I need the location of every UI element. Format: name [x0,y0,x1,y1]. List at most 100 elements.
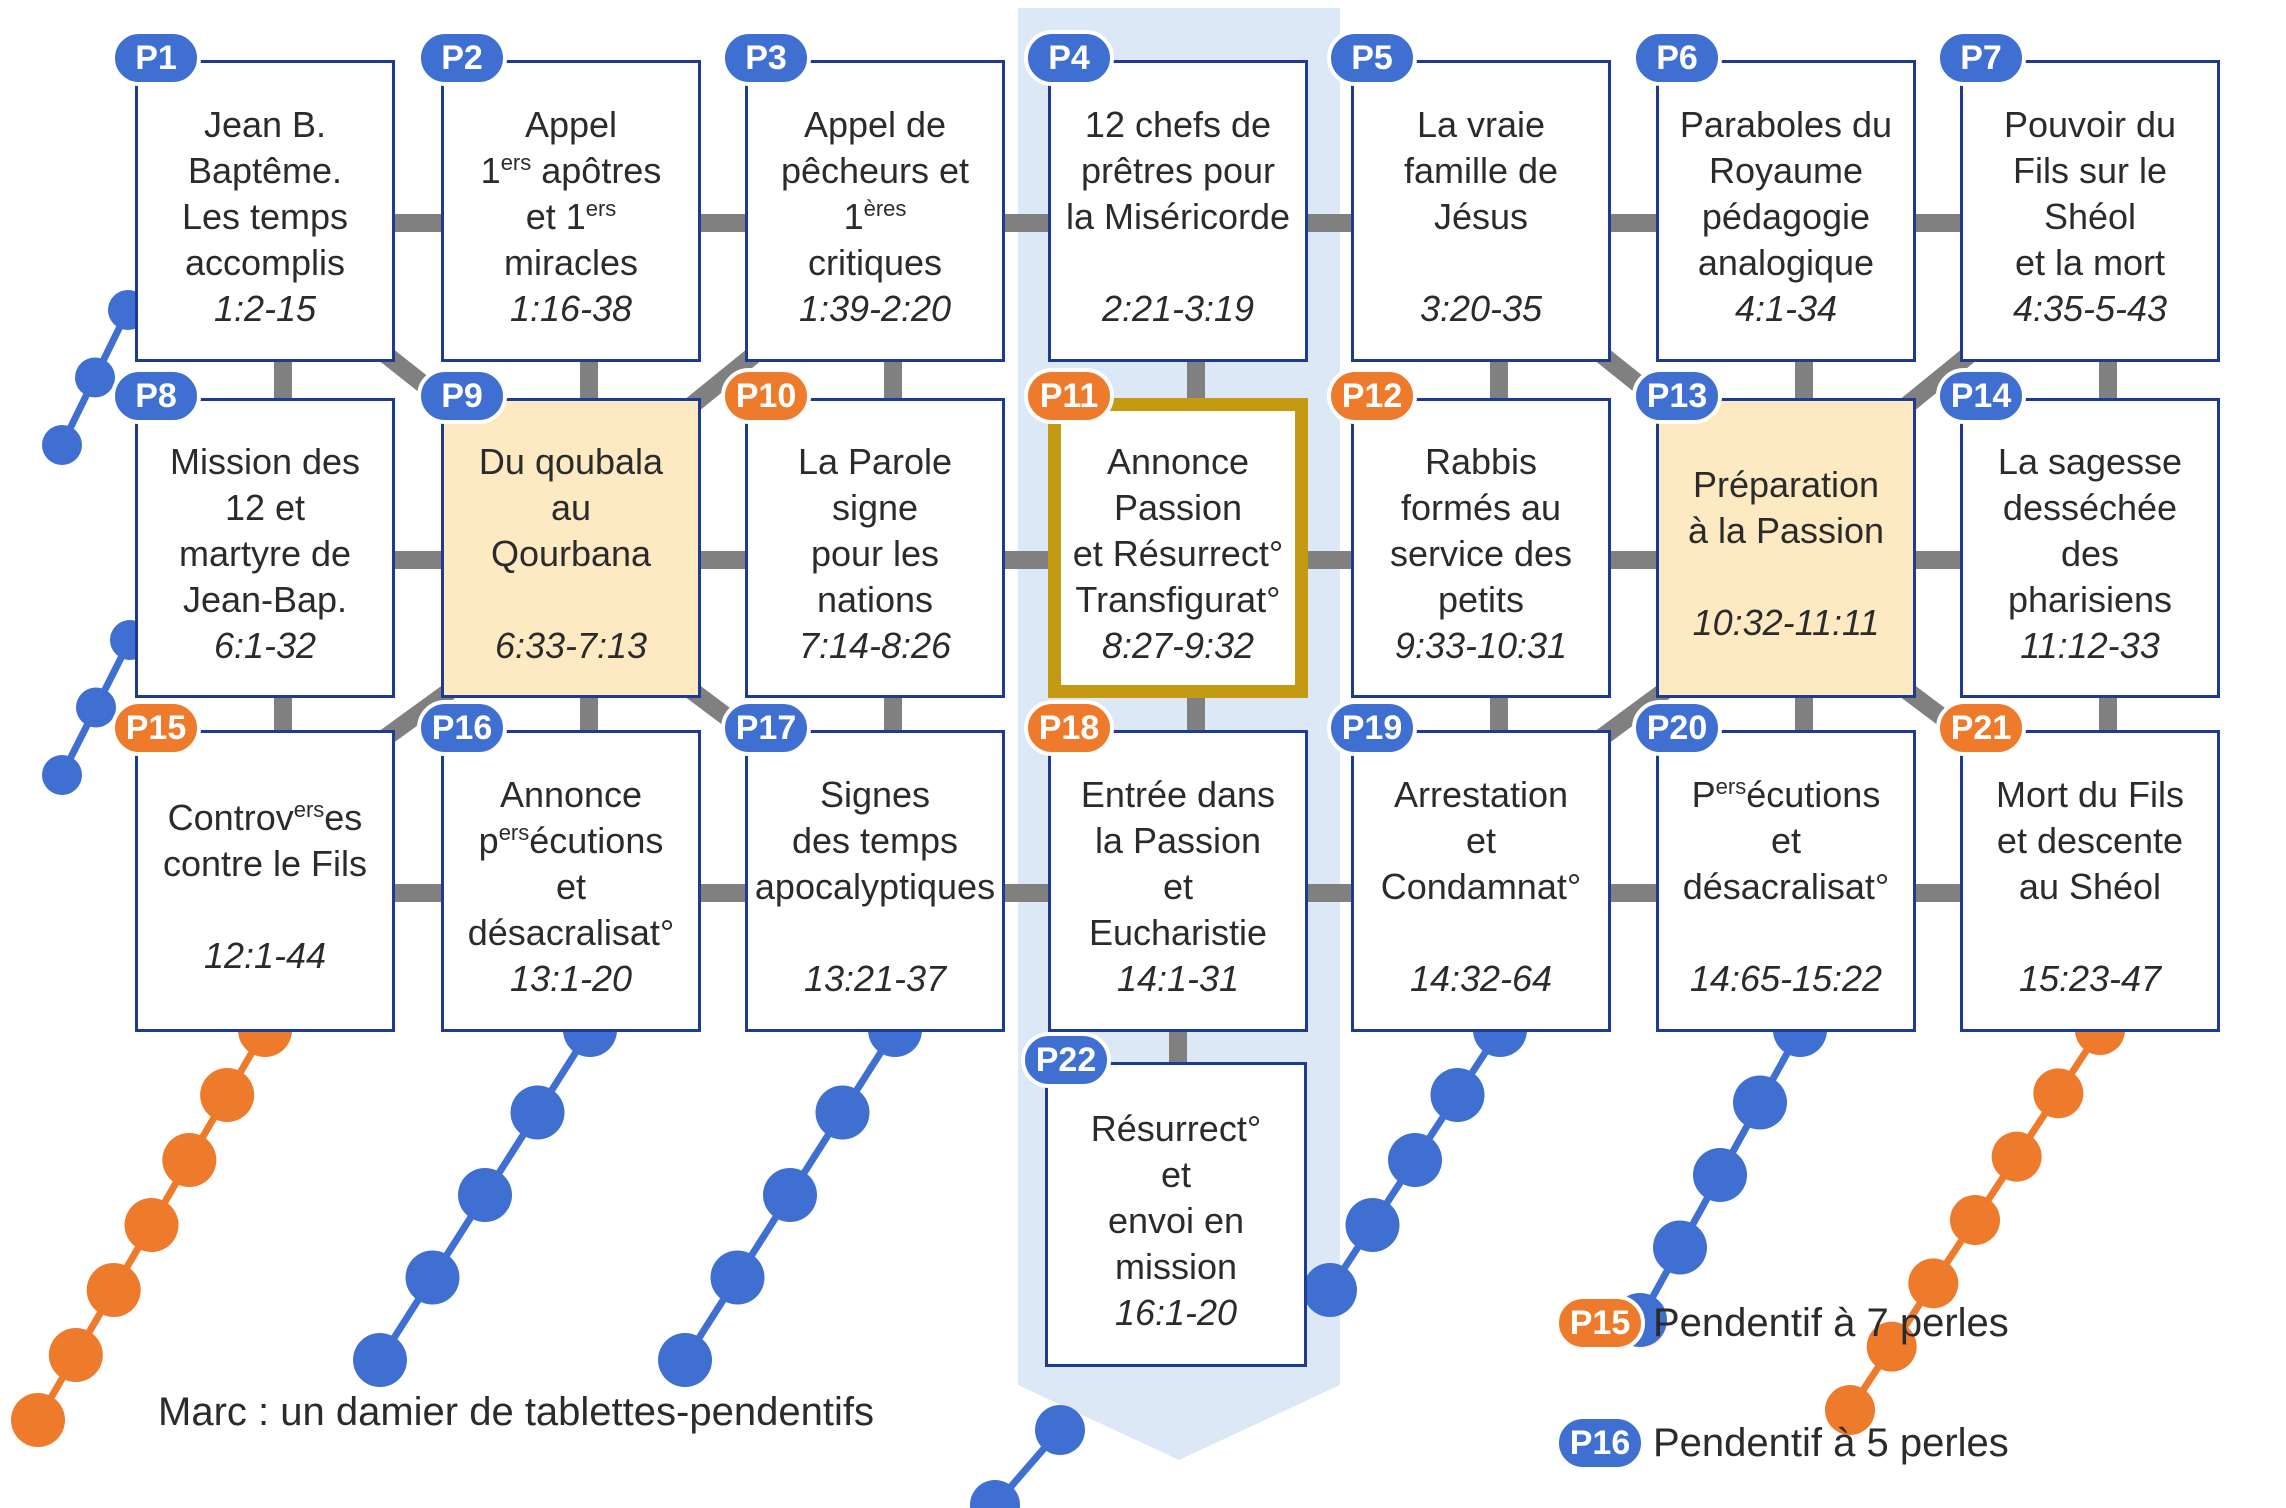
tile-p11-title: Annonce Passion et Résurrect° Transfigur… [1072,441,1284,620]
tile-p5-title: La vraie famille de Jésus [1403,104,1559,237]
tile-p13-reference: 10:32-11:11 [1692,602,1880,643]
tile-p17-badge: P17 [721,700,811,756]
tile-p20: Persécutions et désacralisat° 14:65-15:22 [1656,730,1916,1032]
pendant-p15-bead [200,1068,255,1122]
tile-p14-reference: 11:12-33 [2020,625,2160,666]
tile-p22-badge: P22 [1021,1032,1111,1088]
tile-p4-reference: 2:21-3:19 [1101,288,1255,329]
pendant-p1-bead [42,425,82,465]
tile-p10-title: La Parole signe pour les nations [797,441,953,620]
pendant-p15-bead [162,1133,217,1187]
tile-p10-badge: P10 [721,368,811,424]
pendant-p21-bead [1950,1195,2000,1245]
diag-connector [1900,347,1976,413]
tile-p17: Signes des temps apocalyptiques 13:21-37 [745,730,1005,1032]
tile-p6-title: Paraboles du Royaume pédagogie analogiqu… [1679,104,1893,283]
tile-p18: Entrée dans la Passion et Eucharistie 14:… [1048,730,1308,1032]
tile-p18-reference: 14:1-31 [1116,958,1240,999]
tile-p4: 12 chefs de prêtres pour la Miséricorde 2… [1048,60,1308,362]
tile-p16-badge: P16 [417,700,507,756]
tile-p17-reference: 13:21-37 [803,958,947,999]
pendant-p17-bead [710,1250,765,1305]
tile-p1-reference: 1:2-15 [213,288,317,329]
tile-p3-title: Appel de pêcheurs et 1ères critiques [780,104,970,283]
diag-connector [379,682,457,746]
tile-p18-title: Entrée dans la Passion et Eucharistie [1080,774,1276,953]
pendant-p15-bead [48,1328,103,1382]
tile-p8-title: Mission des 12 et martyre de Jean-Bap. [169,441,361,620]
pendant-p16-bead [353,1333,407,1387]
tile-p22-reference: 16:1-20 [1114,1291,1238,1333]
tile-p6-badge: P6 [1632,30,1722,86]
legend-label: Pendentif à 7 perles [1653,1300,2009,1345]
tile-p3-badge: P3 [721,30,811,86]
tile-p11-badge: P11 [1024,368,1114,424]
tile-p17-title: Signes des temps apocalyptiques [754,774,996,907]
tile-p15-badge: P15 [111,700,201,756]
tile-p19-badge: P19 [1327,700,1417,756]
legend-badge: P15 [1555,1295,1645,1351]
legend-badge: P16 [1555,1415,1645,1471]
pendant-p16-bead [458,1168,512,1222]
pendant-p16-bead [510,1085,565,1140]
tile-p20-reference: 14:65-15:22 [1689,958,1883,999]
tile-p20-badge: P20 [1632,700,1722,756]
pendant-p17-bead [815,1085,870,1140]
pendant-p20-bead [1733,1075,1787,1130]
tile-p22-title: Résurrect° et envoi en mission [1090,1107,1262,1287]
tile-p4-title: 12 chefs de prêtres pour la Miséricorde [1065,104,1291,237]
tile-p1-title: Jean B. Baptême. Les temps accomplis [181,104,349,283]
pendant-p20-bead [1693,1148,1747,1202]
tile-p11-reference: 8:27-9:32 [1101,625,1255,666]
diag-connector [685,347,761,413]
tile-p1: Jean B. Baptême. Les temps accomplis 1:2-… [135,60,395,362]
tile-p8-badge: P8 [111,368,201,424]
tile-p16: Annonce persécutions et désacralisat°13:… [441,730,701,1032]
tile-p14: La sagesse desséchée des pharisiens 11:12… [1960,398,2220,698]
tile-p3-reference: 1:39-2:20 [798,288,952,329]
tile-p14-title: La sagesse desséchée des pharisiens [1997,441,2183,620]
tile-p12-reference: 9:33-10:31 [1394,625,1568,666]
diag-connector [1595,682,1672,746]
pendant-p8-bead [42,755,82,795]
tile-p2-reference: 1:16-38 [509,288,633,329]
tile-p15-reference: 12:1-44 [203,935,327,976]
tile-p21: Mort du Fils et descente au Shéol 15:23-4… [1960,730,2220,1032]
tile-p9-badge: P9 [417,368,507,424]
tile-p13-title: Préparation à la Passion [1687,464,1885,551]
tile-p19-reference: 14:32-64 [1409,958,1553,999]
pendant-p17-bead [763,1168,817,1222]
tile-p13: Préparation à la Passion 10:32-11:11 [1656,398,1916,698]
tile-p19-title: Arrestation et Condamnat° [1380,774,1582,907]
pendant-p8-bead [76,687,116,728]
tile-p7-title: Pouvoir du Fils sur le Shéol et la mort [2003,104,2177,283]
tile-p8-reference: 6:1-32 [213,625,317,666]
tile-p1-badge: P1 [111,30,201,86]
pendant-p21-bead [1866,1321,1917,1372]
tile-p12-badge: P12 [1327,368,1417,424]
tile-p18-badge: P18 [1024,700,1114,756]
tile-p2-title: Appel 1ers apôtres et 1ers miracles [480,104,662,283]
tile-p13-badge: P13 [1632,368,1722,424]
pendant-p19-bead [1303,1263,1357,1317]
tile-p10-reference: 7:14-8:26 [798,625,952,666]
tile-p6: Paraboles du Royaume pédagogie analogiqu… [1656,60,1916,362]
tile-p4-badge: P4 [1024,30,1114,86]
pendant-p21-bead [1908,1258,1959,1309]
tile-p9-reference: 6:33-7:13 [494,625,648,666]
tile-p7-reference: 4:35-5-43 [2012,288,2168,329]
tile-p16-title: Annonce persécutions et désacralisat° [467,774,675,953]
legend-label: Pendentif à 5 perles [1653,1420,2009,1465]
tile-p20-title: Persécutions et désacralisat° [1682,774,1890,907]
tile-p10: La Parole signe pour les nations 7:14-8:2… [745,398,1005,698]
tile-p21-reference: 15:23-47 [2018,958,2162,999]
tile-p15-title: Controverses contre le Fils [162,797,368,884]
tile-p21-title: Mort du Fils et descente au Shéol [1995,774,2185,907]
tile-p2-badge: P2 [417,30,507,86]
